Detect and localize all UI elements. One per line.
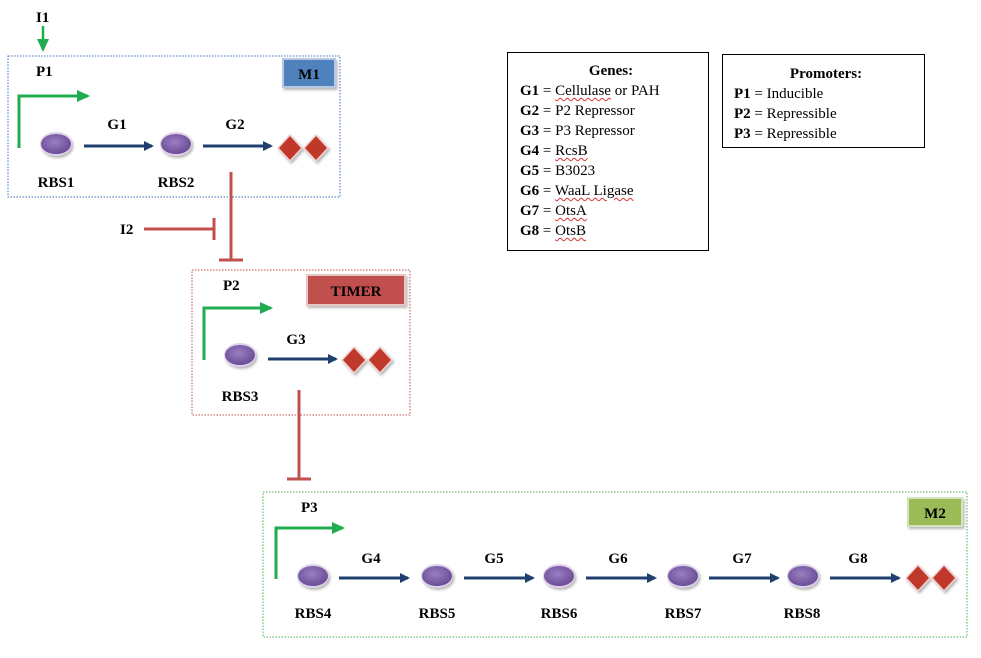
gene-g1-label: G1: [107, 117, 126, 133]
genes-legend-row-g2: G2 = P2 Repressor: [520, 103, 635, 119]
genes-legend-row-g8: G8 = OtsB: [520, 223, 586, 239]
rbs3-label: RBS3: [222, 389, 259, 405]
genes-legend-row-g4: G4 = RcsB: [520, 143, 588, 159]
genes-legend-key: G3: [520, 123, 540, 139]
rbs3-shape: [225, 345, 255, 365]
promoter-p2-label: P2: [223, 278, 240, 294]
module-m1: M1 P1 RBS1 G1 RBS2 G2: [7, 55, 341, 198]
module-timer: TIMER P2 RBS3 G3: [191, 269, 411, 416]
promoter-p3-arrow: [274, 522, 345, 579]
genes-legend: Genes: G1 = Cellulase or PAH G2 = P2 Rep…: [507, 52, 709, 251]
module-m2-border: [262, 491, 968, 638]
module-timer-tag: [306, 274, 406, 306]
genes-legend-key: G7: [520, 203, 540, 219]
genes-legend-key: G2: [520, 103, 540, 119]
promoters-legend: Promoters: P1 = Inducible P2 = Repressib…: [722, 54, 925, 148]
genes-legend-value: WaaL Ligase: [554, 183, 634, 199]
gene-g7-label: G7: [732, 551, 752, 567]
inducer-i2-label: I2: [120, 222, 133, 238]
promoters-legend-row-p2: P2 = Repressible: [734, 106, 837, 122]
genes-legend-key: G1: [520, 83, 540, 99]
promoter-p1-arrow: [17, 90, 90, 148]
gene-g5-label: G5: [484, 551, 503, 567]
rbs8-label: RBS8: [784, 606, 821, 622]
promoters-legend-key: P3: [734, 126, 751, 142]
genes-legend-value: P2 Repressor: [555, 103, 635, 119]
rbs7-label: RBS7: [665, 606, 702, 622]
module-m1-border: [7, 55, 341, 198]
module-m1-tag: [282, 58, 336, 88]
genes-legend-key: G8: [520, 223, 540, 239]
rbs7-shape: [668, 566, 698, 586]
rbs1-label: RBS1: [38, 175, 75, 191]
terminator-m1: [276, 133, 330, 163]
promoters-legend-key: P1: [734, 86, 751, 102]
inducer-i1-label: I1: [36, 10, 49, 26]
genes-legend-key: G6: [520, 183, 540, 199]
genes-legend-value: Cellulase: [555, 83, 611, 99]
promoters-legend-value: Inducible: [766, 86, 824, 102]
genes-legend-value: B3023: [555, 163, 596, 179]
promoters-legend-title: Promoters:: [789, 66, 863, 82]
rbs1-shape: [41, 134, 71, 154]
gene-g3-label: G3: [286, 332, 305, 348]
rbs5-label: RBS5: [419, 606, 456, 622]
genes-legend-row-g7: G7 = OtsA: [520, 203, 587, 219]
gene-g4-label: G4: [361, 551, 381, 567]
module-m2-tag: [907, 497, 963, 527]
genes-legend-row-g3: G3 = P3 Repressor: [520, 123, 635, 139]
gene-g6-label: G6: [608, 551, 628, 567]
promoter-p2-arrow: [202, 302, 273, 360]
rbs5-shape: [422, 566, 452, 586]
promoters-legend-value: Repressible: [766, 126, 837, 142]
gene-g2-label: G2: [225, 117, 244, 133]
terminator-m2: [904, 563, 958, 593]
gene-g8-label: G8: [848, 551, 867, 567]
module-timer-border: [191, 269, 411, 416]
module-m2: M2 P3 RBS4 G4 RBS5 G5 RBS6 G6 RBS7 G7 RB…: [262, 491, 968, 638]
module-m2-tag-label: M2: [924, 506, 946, 522]
rbs2-shape: [161, 134, 191, 154]
promoter-p3-label: P3: [301, 500, 318, 516]
genes-legend-row-g6: G6 = WaaL Ligase: [520, 183, 634, 199]
genes-legend-value: P3 Repressor: [555, 123, 635, 139]
genes-legend-title: Genes:: [588, 63, 634, 79]
rbs6-label: RBS6: [541, 606, 578, 622]
rbs8-shape: [788, 566, 818, 586]
genes-legend-value-extra: or PAH: [614, 83, 660, 99]
promoters-legend-key: P2: [734, 106, 751, 122]
promoters-legend-row-p3: P3 = Repressible: [734, 126, 837, 142]
promoters-legend-row-p1: P1 = Inducible: [734, 86, 824, 102]
rbs2-label: RBS2: [158, 175, 195, 191]
module-m1-tag-label: M1: [298, 67, 320, 83]
genes-legend-row-g5: G5 = B3023: [520, 163, 596, 179]
rbs4-label: RBS4: [295, 606, 332, 622]
genes-legend-row-g1: G1 = Cellulase or PAH: [520, 83, 660, 99]
module-timer-tag-label: TIMER: [331, 284, 382, 300]
genes-legend-key: G4: [520, 143, 540, 159]
genes-legend-value: RcsB: [555, 143, 588, 159]
rbs4-shape: [298, 566, 328, 586]
genes-legend-value: OtsA: [555, 203, 587, 219]
promoter-p1-label: P1: [36, 64, 53, 80]
genes-legend-value: OtsB: [555, 223, 586, 239]
rbs6-shape: [544, 566, 574, 586]
promoters-legend-value: Repressible: [766, 106, 837, 122]
terminator-timer: [340, 345, 394, 375]
genes-legend-key: G5: [520, 163, 540, 179]
